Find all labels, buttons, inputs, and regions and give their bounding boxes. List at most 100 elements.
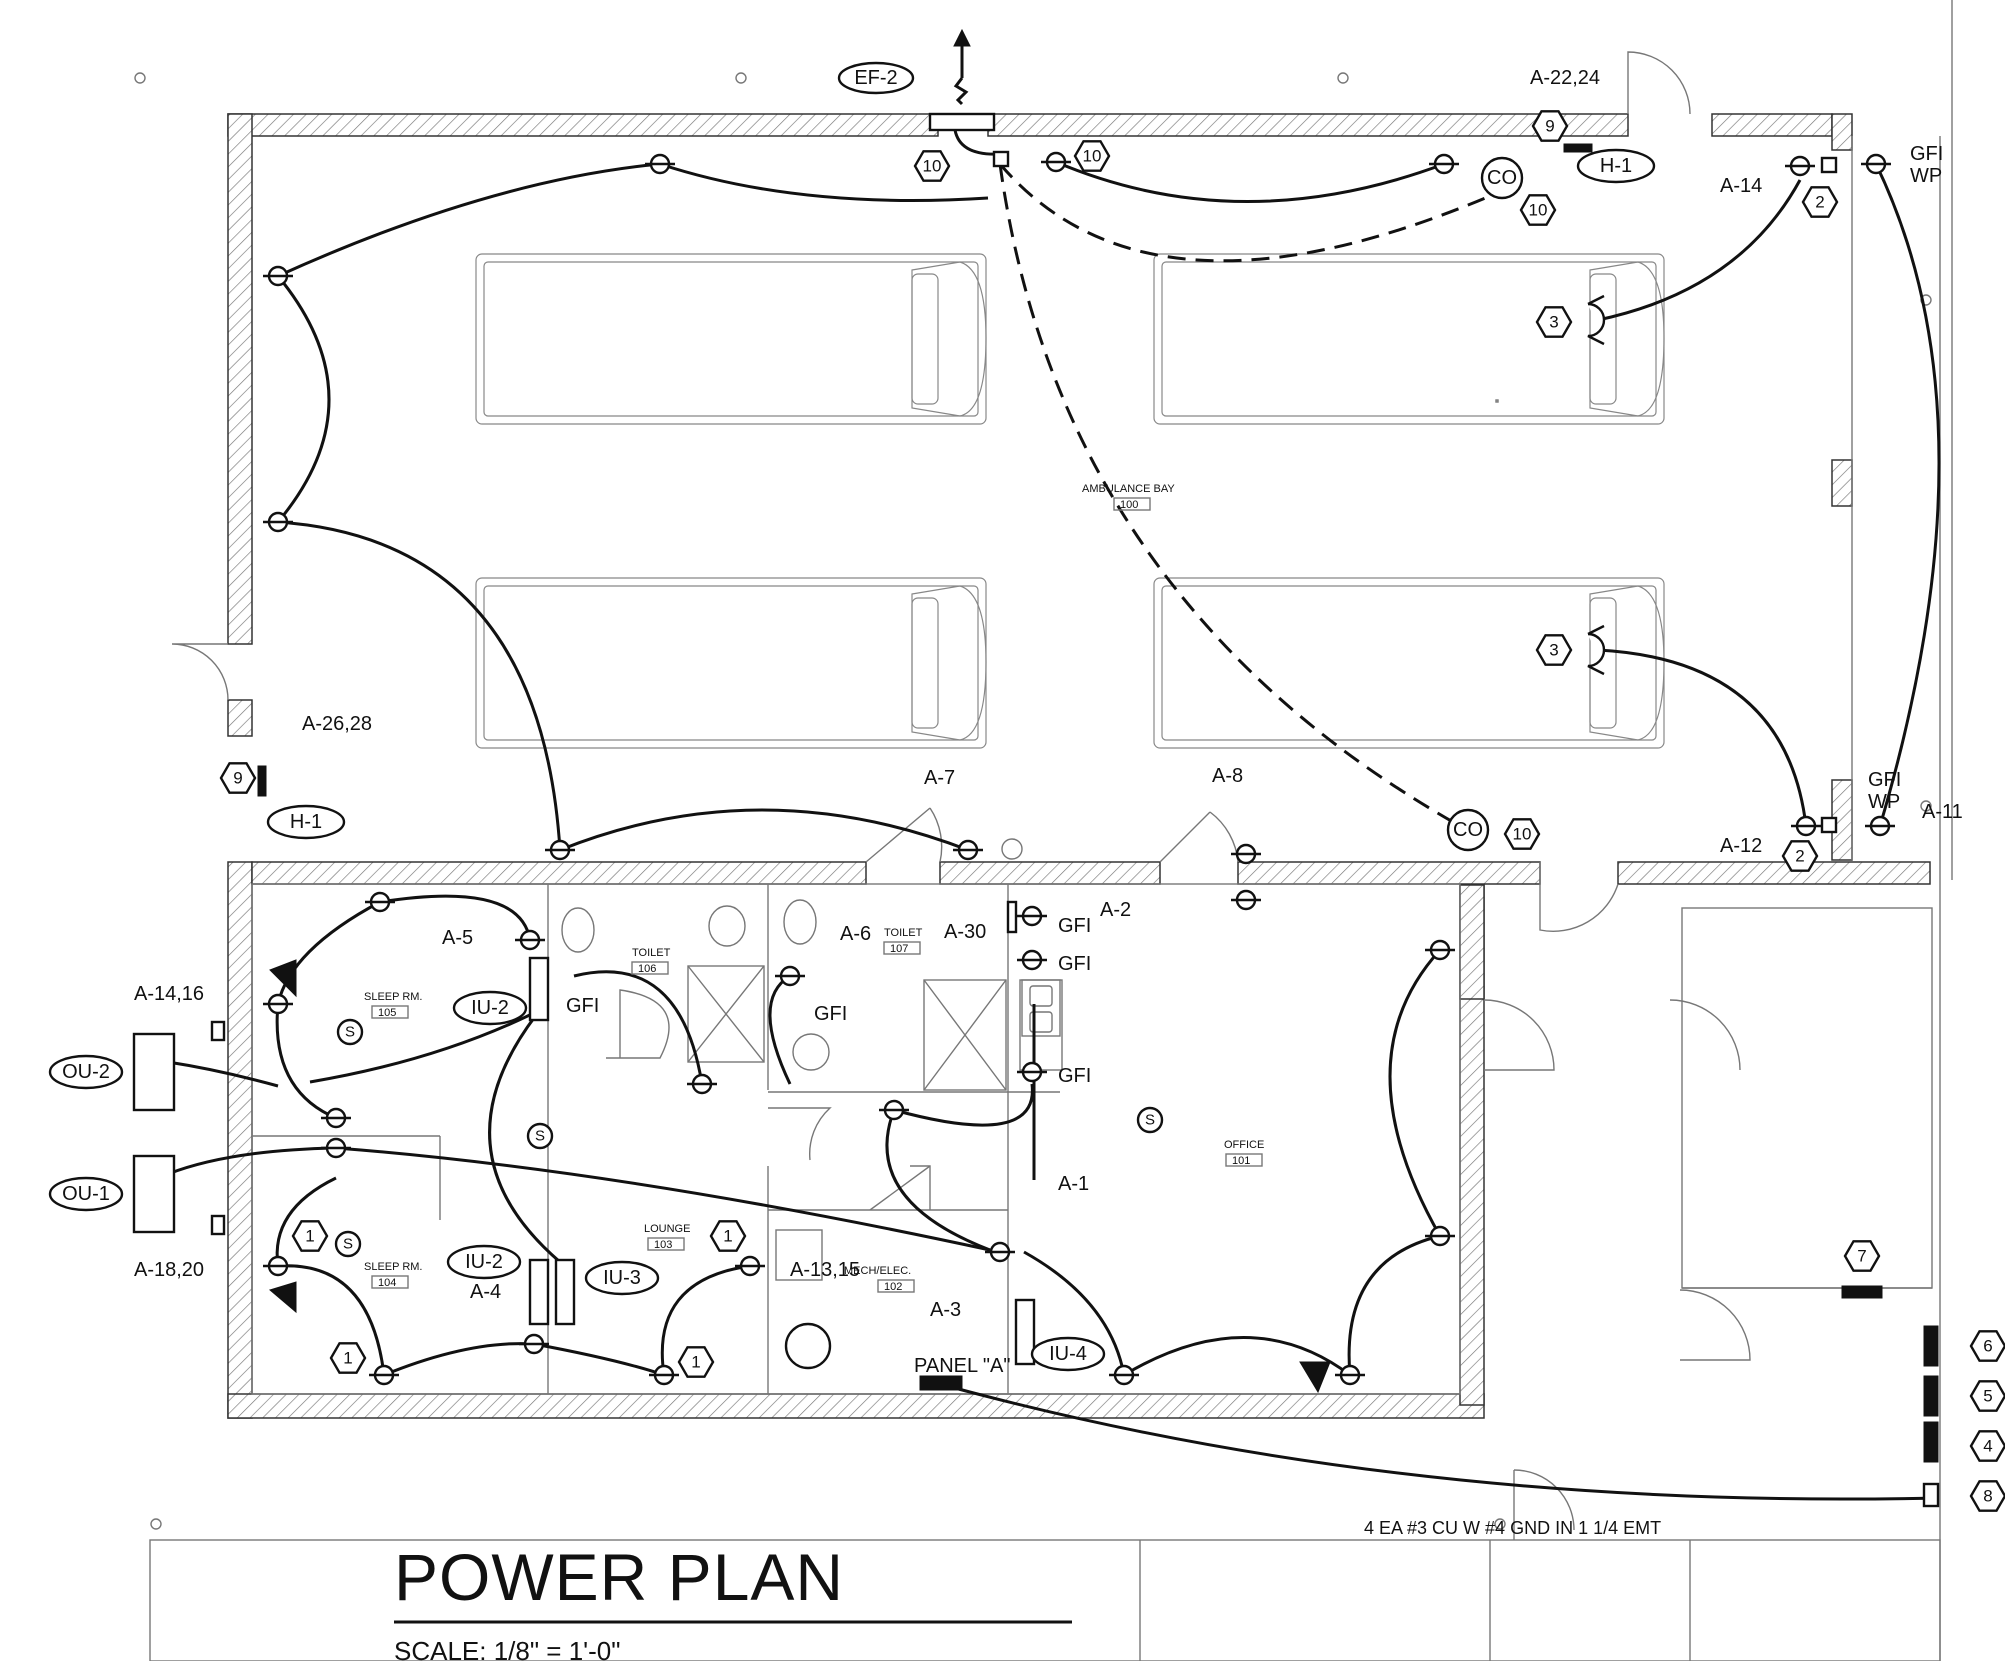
keynote-hex (219, 762, 257, 794)
keynote-number: 1 (723, 1227, 732, 1246)
tag-co-bottom: CO (1453, 819, 1483, 841)
indoor-unit-iu4 (1014, 1298, 1036, 1366)
svg-text:LOUNGE: LOUNGE (644, 1223, 690, 1235)
tag-ef2: EF-2 (854, 67, 897, 89)
keynote-number: 6 (1983, 1337, 1992, 1356)
svg-text:TOILET: TOILET (884, 927, 923, 939)
circuit-a3: A-3 (930, 1299, 961, 1321)
keynote-hex (1969, 1430, 2005, 1462)
keynote-number: 10 (1513, 825, 1532, 844)
north-door (1627, 51, 1691, 115)
circuit-a7: A-7 (924, 767, 955, 789)
drawing-title: POWER PLAN (394, 1540, 844, 1614)
drawing-scale: SCALE: 1/8" = 1'-0" (394, 1636, 620, 1661)
svg-text:S: S (535, 1128, 545, 1145)
tag-iu2-b: IU-2 (465, 1251, 503, 1273)
svg-text:102: 102 (884, 1281, 902, 1293)
keynote-hex (329, 1342, 367, 1374)
circuit-a6: A-6 (840, 923, 871, 945)
keynote-number: 10 (1083, 147, 1102, 166)
keynote-number: 10 (923, 157, 942, 176)
svg-text:GFI: GFI (566, 995, 599, 1017)
interior-architecture (134, 0, 1953, 1661)
keynote-hex (677, 1346, 715, 1378)
svg-text:S: S (343, 1236, 353, 1253)
tag-h1-top: H-1 (1600, 155, 1632, 177)
circuit-a4: A-4 (470, 1281, 501, 1303)
svg-text:107: 107 (890, 943, 908, 955)
keynote-number: 4 (1983, 1437, 1992, 1456)
circuit-a2: A-2 (1100, 899, 1131, 921)
keynote-number: 9 (233, 769, 242, 788)
svg-text:S: S (345, 1024, 355, 1041)
keynote-number: 10 (1529, 201, 1548, 220)
svg-text:TOILET: TOILET (632, 947, 671, 959)
keynote-number: 1 (305, 1227, 314, 1246)
svg-text:103: 103 (654, 1239, 672, 1251)
circuit-a14: A-14 (1720, 175, 1762, 197)
circuit-a1820: A-18,20 (134, 1259, 204, 1281)
building-walls (227, 113, 1931, 1419)
circuit-a2224: A-22,24 (1530, 67, 1600, 89)
feeder-note: 4 EA #3 CU W #4 GND IN 1 1/4 EMT (1364, 1518, 1661, 1538)
tag-iu3: IU-3 (603, 1267, 641, 1289)
panel-a-label: PANEL "A" (914, 1355, 1010, 1377)
svg-text:WP: WP (1910, 165, 1942, 187)
keynote-hex (1801, 186, 1839, 218)
tag-iu4: IU-4 (1049, 1343, 1087, 1365)
svg-text:S: S (1145, 1112, 1155, 1129)
svg-text:SLEEP RM.: SLEEP RM. (364, 1261, 423, 1273)
svg-text:GFI: GFI (1058, 1065, 1091, 1087)
keynote-hex (291, 1220, 329, 1252)
svg-text:GFI: GFI (1868, 769, 1901, 791)
water-heater (784, 1322, 832, 1370)
outdoor-unit-ou1 (132, 1154, 176, 1234)
wiring (167, 160, 1941, 1501)
keynote-number: 2 (1795, 847, 1804, 866)
keynote-number: 9 (1545, 117, 1554, 136)
keynote-hex (1969, 1380, 2005, 1412)
circuit-a12: A-12 (1720, 835, 1762, 857)
device-labels: GFI WP GFI WP GFI GFI GFI GFI GFI S S S … (343, 143, 1943, 1253)
keynote-number: 7 (1857, 1247, 1866, 1266)
panel-a (919, 1375, 963, 1391)
svg-text:GFI: GFI (1058, 953, 1091, 975)
equipment-symbols (132, 28, 1940, 1508)
circuit-a2628: A-26,28 (302, 713, 372, 735)
circuit-labels: A-22,24 A-14 A-26,28 A-7 A-8 A-12 A-11 A… (134, 67, 1963, 1321)
keynote-hex (1073, 140, 1111, 172)
keynote-number: 2 (1815, 193, 1824, 212)
keynote-number: 3 (1549, 313, 1558, 332)
circuit-a30: A-30 (944, 921, 986, 943)
keynote-hex (1781, 840, 1819, 872)
svg-text:SLEEP RM.: SLEEP RM. (364, 991, 423, 1003)
circuit-a11: A-11 (1922, 801, 1963, 823)
keynote-hex (1535, 306, 1573, 338)
outdoor-unit-ou2 (132, 1032, 176, 1112)
keynote-hex (1843, 1240, 1881, 1272)
room-tags: AMBULANCE BAY 100 OFFICE 101 MECH/ELEC. … (364, 483, 1264, 1293)
keynote-hex (1519, 194, 1557, 226)
keynote-hex (1531, 110, 1569, 142)
receptacles (263, 151, 1895, 1386)
keynote-hex (709, 1220, 747, 1252)
svg-text:OFFICE: OFFICE (1224, 1139, 1264, 1151)
svg-text:MECH/ELEC.: MECH/ELEC. (844, 1265, 911, 1277)
west-door (171, 643, 229, 701)
tag-iu2-a: IU-2 (471, 997, 509, 1019)
svg-text:GFI: GFI (1910, 143, 1943, 165)
svg-text:101: 101 (1232, 1155, 1250, 1167)
ambulance-2 (1153, 253, 1665, 425)
circuit-a1: A-1 (1058, 1173, 1089, 1195)
circuit-a1416: A-14,16 (134, 983, 204, 1005)
keynote-hex (1969, 1480, 2005, 1512)
equipment-tags: EF-2 H-1 H-1 OU-2 OU-1 IU-2 IU-2 IU-3 IU… (48, 61, 1656, 1377)
room-number: 100 (1120, 499, 1138, 511)
tag-h1-left: H-1 (290, 811, 322, 833)
tag-ou2: OU-2 (62, 1061, 110, 1083)
ambulance-4 (1153, 577, 1665, 749)
circuit-a5: A-5 (442, 927, 473, 949)
keynote-number: 1 (691, 1353, 700, 1372)
